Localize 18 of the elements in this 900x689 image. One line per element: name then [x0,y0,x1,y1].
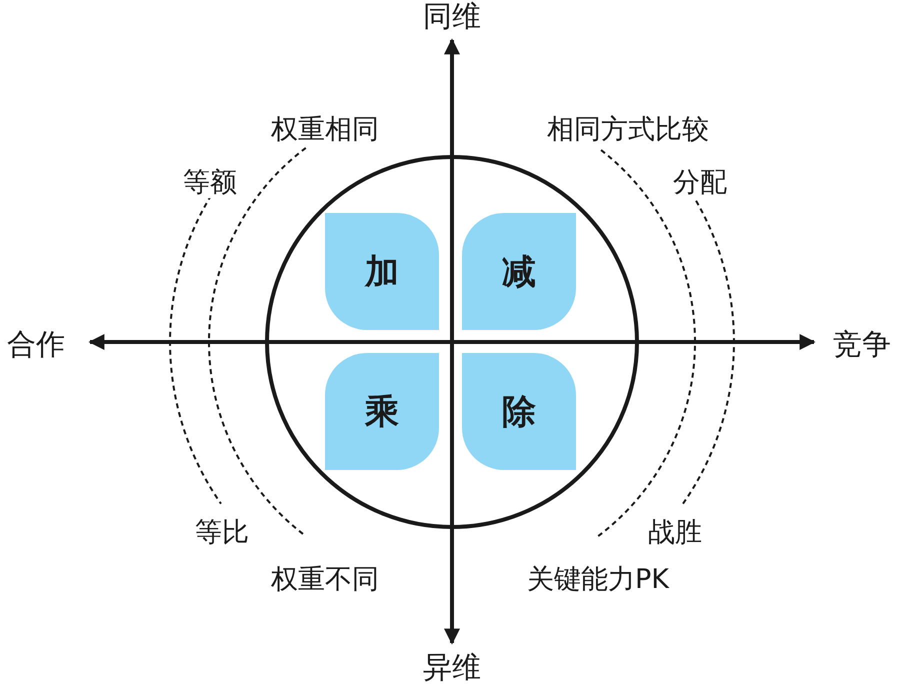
quadrant-petal [325,353,439,470]
arc-label: 战胜 [648,518,702,548]
axis-label: 竞争 [833,329,891,361]
arc-label: 相同方式比较 [547,115,709,145]
quadrant-petal [462,353,576,470]
quadrant-label: 加 [365,254,399,288]
quadrant-label: 减 [502,254,536,288]
quadrant-petal [325,213,439,330]
quadrant-petal [462,213,576,330]
axis-label: 同维 [423,1,481,33]
quadrant-label: 乘 [365,394,399,428]
quadrant-label: 除 [502,394,536,428]
arc-label: 权重不同 [271,565,379,595]
arc-label: 分配 [673,168,727,198]
axis-label: 合作 [7,329,65,361]
arc-label: 权重相同 [271,115,379,145]
arc-label: 等额 [183,168,237,198]
axis-label: 异维 [423,652,481,684]
